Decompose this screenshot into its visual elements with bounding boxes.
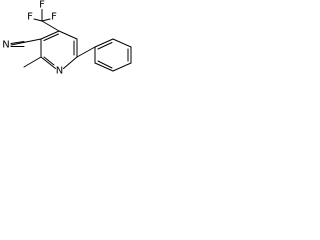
ring-bond-c3-c4 xyxy=(40,30,60,40)
phenyl-bond-2 xyxy=(112,38,132,48)
phenyl-double-1 xyxy=(97,42,113,50)
molecule-structure: N N F F F xyxy=(2,0,132,77)
ring-double-bond-n1-c2 xyxy=(43,56,55,66)
atom-label-ring-nitrogen: N xyxy=(56,66,63,77)
bond-c6-phenyl xyxy=(76,46,96,58)
ring-bond-n1-c2 xyxy=(40,56,56,69)
phenyl-double-3 xyxy=(97,60,113,69)
bond-c-f-left xyxy=(33,18,43,22)
atom-label-fluorine-top: F xyxy=(39,0,45,10)
phenyl-bond-1 xyxy=(94,38,114,48)
bond-c4-cf3 xyxy=(41,20,60,32)
ring-bond-c6-n1 xyxy=(63,56,78,69)
phenyl-bond-4 xyxy=(112,62,132,72)
phenyl-bond-5 xyxy=(94,62,114,72)
atom-label-nitrile-nitrogen: N xyxy=(2,40,9,51)
bond-c-f-right xyxy=(41,18,51,22)
ring-double-bond-c3-c4 xyxy=(43,33,59,41)
atom-label-fluorine-right: F xyxy=(51,12,57,23)
bond-c3-cn xyxy=(10,38,42,46)
triple-bond-a xyxy=(10,41,25,44)
bond-c2-methyl xyxy=(23,56,42,68)
atom-label-fluorine-left: F xyxy=(27,12,33,23)
ring-bond-c4-c5 xyxy=(58,30,78,40)
bond-layer xyxy=(10,9,132,72)
